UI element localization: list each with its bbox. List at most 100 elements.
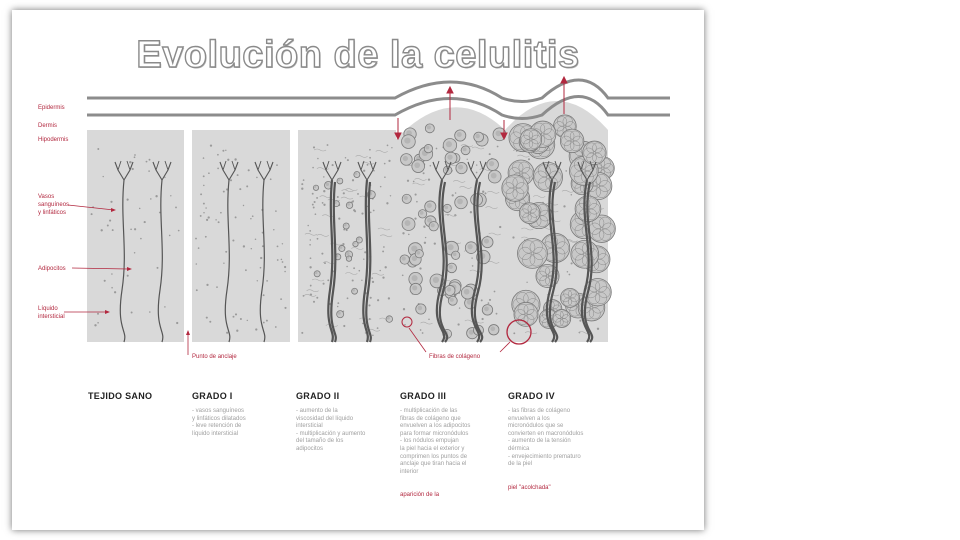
label-vasos-3: y linfáticos xyxy=(38,210,66,216)
fluid-dot xyxy=(209,144,213,147)
fluid-dot xyxy=(255,328,258,331)
adipocyte-nodule xyxy=(519,128,543,151)
fluid-dot xyxy=(570,193,573,196)
nodule-cell xyxy=(522,213,532,223)
fluid-dot xyxy=(229,179,233,182)
fluid-dot xyxy=(266,280,268,282)
fluid-dot xyxy=(242,204,245,207)
nodule-core xyxy=(402,155,408,162)
vessel-branch xyxy=(369,160,374,171)
fluid-squiggle xyxy=(521,227,534,231)
fluid-dot xyxy=(414,217,417,220)
nodule-core xyxy=(403,195,408,200)
fluid-dot xyxy=(402,232,405,235)
panel-grade-2 xyxy=(298,130,396,342)
adipocyte-nodule xyxy=(342,222,350,230)
adipocyte-nodule xyxy=(552,309,572,328)
nodule-core xyxy=(445,141,452,148)
fluid-dot xyxy=(336,196,339,198)
fluid-dot xyxy=(372,334,374,337)
fluid-squiggle xyxy=(420,321,433,325)
nodule-core xyxy=(488,161,495,167)
nodule-cell xyxy=(573,158,587,171)
fluid-dot xyxy=(254,238,257,241)
fluid-dot xyxy=(495,312,498,315)
nodule-core xyxy=(404,137,411,144)
fluid-dot xyxy=(361,279,363,282)
nodule-core xyxy=(416,250,421,255)
fluid-dot xyxy=(317,157,319,160)
nodule-core xyxy=(337,178,341,182)
fluid-dot xyxy=(215,219,217,221)
fluid-dot xyxy=(250,218,252,220)
fluid-dot xyxy=(155,195,158,198)
fluid-dot xyxy=(195,237,197,240)
fluid-squiggle xyxy=(359,317,372,321)
nodule-core xyxy=(353,241,356,245)
fluid-dot xyxy=(401,274,404,277)
collagen-ring-small xyxy=(401,316,413,328)
nodule-cell xyxy=(569,130,581,141)
fluid-dot xyxy=(368,304,371,307)
arrowhead-down-grade-4 xyxy=(500,132,508,141)
label-liquido-1: Líquido xyxy=(38,306,58,312)
fluid-dot xyxy=(251,215,254,218)
fluid-dot xyxy=(225,149,227,152)
fluid-squiggle xyxy=(379,234,393,238)
nodule-cell xyxy=(556,116,568,127)
nodule-cell xyxy=(518,161,530,173)
nodule-core xyxy=(426,217,432,223)
nodule-core xyxy=(417,305,423,311)
fluid-dot xyxy=(205,207,207,209)
fluid-squiggle xyxy=(517,154,530,158)
grade-description: - vasos sanguíneos y linfáticos dilatado… xyxy=(192,408,246,437)
nodule-core xyxy=(495,130,502,137)
label-hipodermis: Hipodermis xyxy=(38,137,68,143)
adipocyte-nodule xyxy=(501,174,529,202)
fluid-dot xyxy=(412,180,415,183)
fluid-squiggle xyxy=(488,232,501,236)
fluid-dot xyxy=(273,228,275,231)
nodule-cell xyxy=(522,204,532,214)
fluid-dot xyxy=(259,266,262,269)
vessel-trunk-double xyxy=(473,181,484,343)
fluid-squiggle xyxy=(377,227,391,231)
fluid-dot xyxy=(281,261,284,263)
fluid-squiggle xyxy=(375,150,388,153)
skin-lines xyxy=(87,78,670,120)
fluid-squiggle xyxy=(355,155,368,158)
nodule-cell xyxy=(527,213,537,223)
vessel-trunk xyxy=(327,179,334,343)
fluid-dot xyxy=(148,311,151,313)
fluid-dot xyxy=(361,212,364,215)
nodule-cell xyxy=(595,147,606,158)
fluid-dot xyxy=(353,267,356,270)
fluid-dot xyxy=(256,176,258,179)
nodule-cell xyxy=(517,303,529,315)
vessel-branch xyxy=(589,160,594,171)
fluid-dot xyxy=(427,178,431,181)
nodule-cell xyxy=(595,280,608,293)
fluid-dot xyxy=(222,149,225,152)
fluid-dot xyxy=(391,146,393,149)
nodule-core xyxy=(314,271,318,275)
callout-anclaje: Punto de anclaje xyxy=(192,354,237,360)
fluid-dot xyxy=(343,324,346,328)
fluid-dot xyxy=(205,218,209,222)
fluid-squiggle xyxy=(460,144,474,147)
anchor-leader-head xyxy=(186,330,190,335)
fluid-dot xyxy=(90,213,93,216)
fluid-dot xyxy=(301,187,304,190)
nodule-core xyxy=(447,244,454,251)
fluid-squiggle xyxy=(322,214,335,217)
grade-column-4: GRADO IV - las fibras de colágeno envuel… xyxy=(508,391,616,491)
nodule-core xyxy=(430,223,435,228)
nodule-cell xyxy=(536,270,547,282)
fluid-squiggle xyxy=(304,233,318,236)
fluid-dot xyxy=(126,274,129,277)
fluid-dot xyxy=(314,213,317,216)
fluid-dot xyxy=(106,224,109,227)
fluid-dot xyxy=(487,302,490,304)
nodule-cell xyxy=(563,289,572,299)
fluid-dot xyxy=(337,302,340,305)
